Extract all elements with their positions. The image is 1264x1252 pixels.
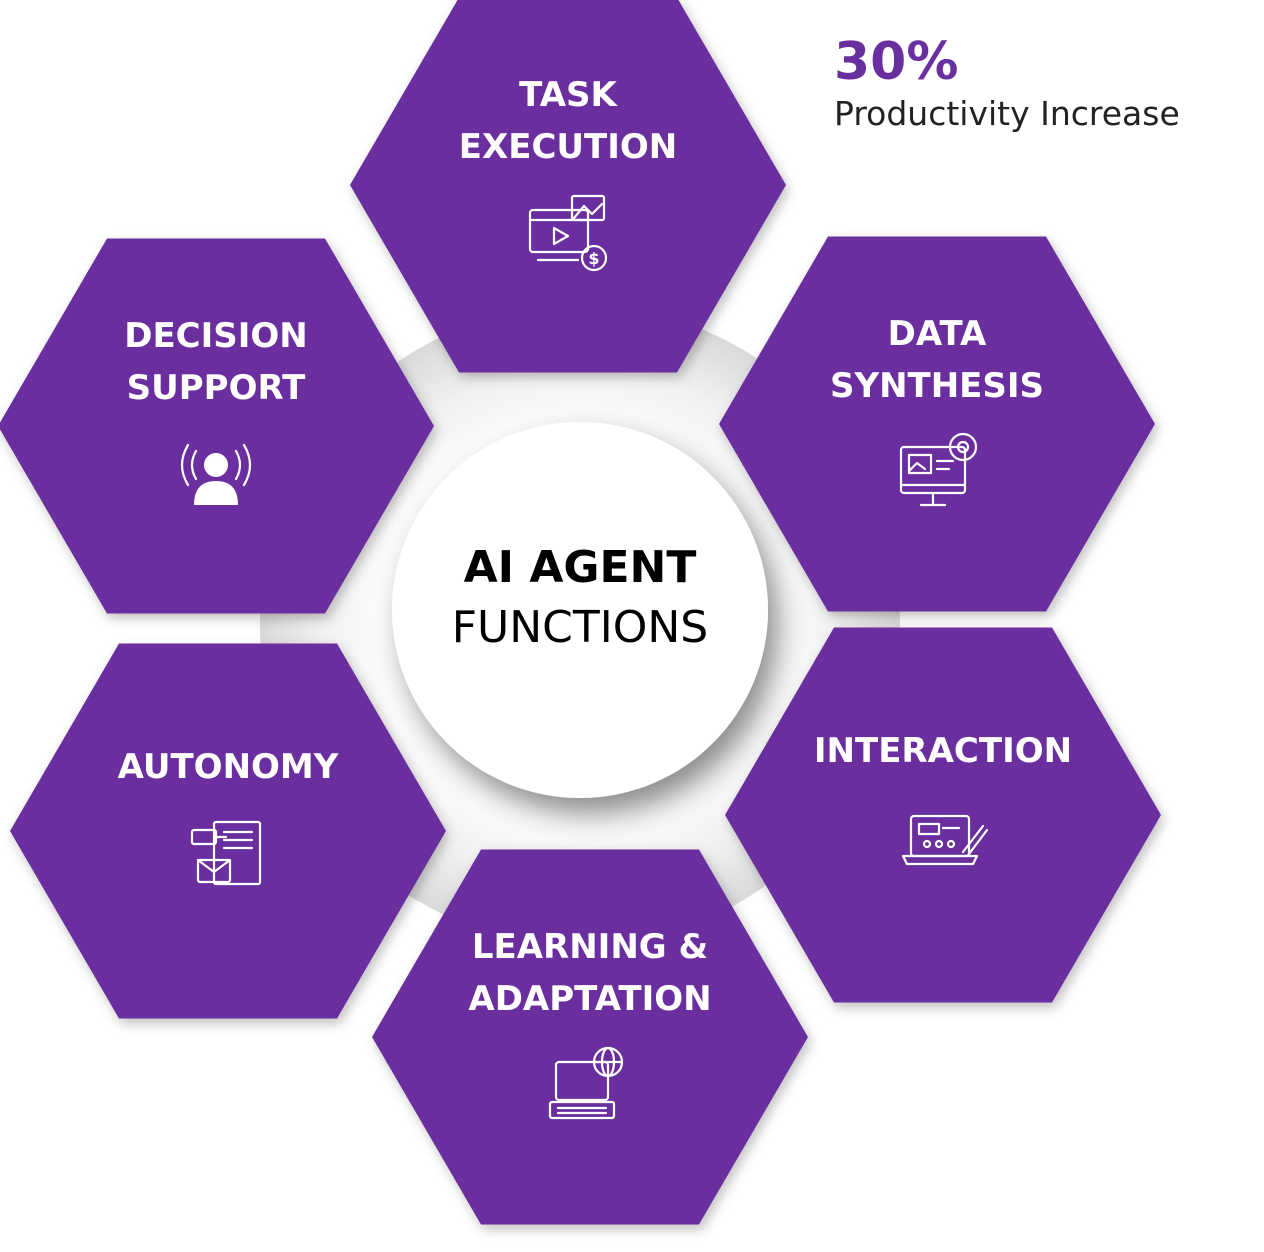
center-circle [392, 422, 768, 798]
hex-interaction: INTERACTION [725, 627, 1161, 1003]
hex-decision-support: DECISION SUPPORT [0, 238, 434, 614]
hex-task-execution: TASK EXECUTION $ [350, 0, 786, 373]
laptop-pen-icon [901, 814, 989, 866]
hex-learning-adaptation: LEARNING & ADAPTATION [372, 849, 808, 1225]
hex-label-task-execution: EXECUTION [459, 127, 677, 167]
hexagon-shape [719, 236, 1155, 612]
monitor-gear-icon [899, 432, 978, 507]
center-title-light: FUNCTIONS [452, 602, 708, 653]
hex-autonomy: AUTONOMY [10, 643, 446, 1019]
stat-value: 30% [834, 32, 959, 92]
center-title-bold: AI AGENT [464, 542, 697, 593]
hex-label-learning-adaptation: ADAPTATION [468, 979, 711, 1019]
hex-label-decision-support: SUPPORT [127, 368, 306, 408]
hexagon-shape [0, 238, 434, 614]
hexagon-shape [350, 0, 786, 373]
stat-block: 30% Productivity Increase [834, 30, 1254, 134]
hex-label-decision-support: DECISION [124, 316, 308, 356]
hex-label-autonomy: AUTONOMY [118, 747, 339, 787]
function-hexagons: TASK EXECUTION $ DATA SYNTHESIS INTERACTION LE… [0, 0, 1161, 1225]
laptop-globe-icon [548, 1046, 624, 1120]
stat-label: Productivity Increase [834, 94, 1180, 133]
hex-label-data-synthesis: DATA [888, 314, 987, 354]
hex-label-interaction: INTERACTION [814, 731, 1072, 771]
speaker-person-icon [180, 443, 252, 505]
documents-mail-icon [190, 820, 262, 886]
hex-label-task-execution: TASK [519, 75, 618, 115]
video-money-icon: $ [528, 194, 608, 272]
hex-data-synthesis: DATA SYNTHESIS [719, 236, 1155, 612]
hexagon-shape [372, 849, 808, 1225]
svg-text:$: $ [588, 249, 599, 268]
hex-label-learning-adaptation: LEARNING & [472, 927, 708, 967]
hex-label-data-synthesis: SYNTHESIS [830, 366, 1044, 406]
